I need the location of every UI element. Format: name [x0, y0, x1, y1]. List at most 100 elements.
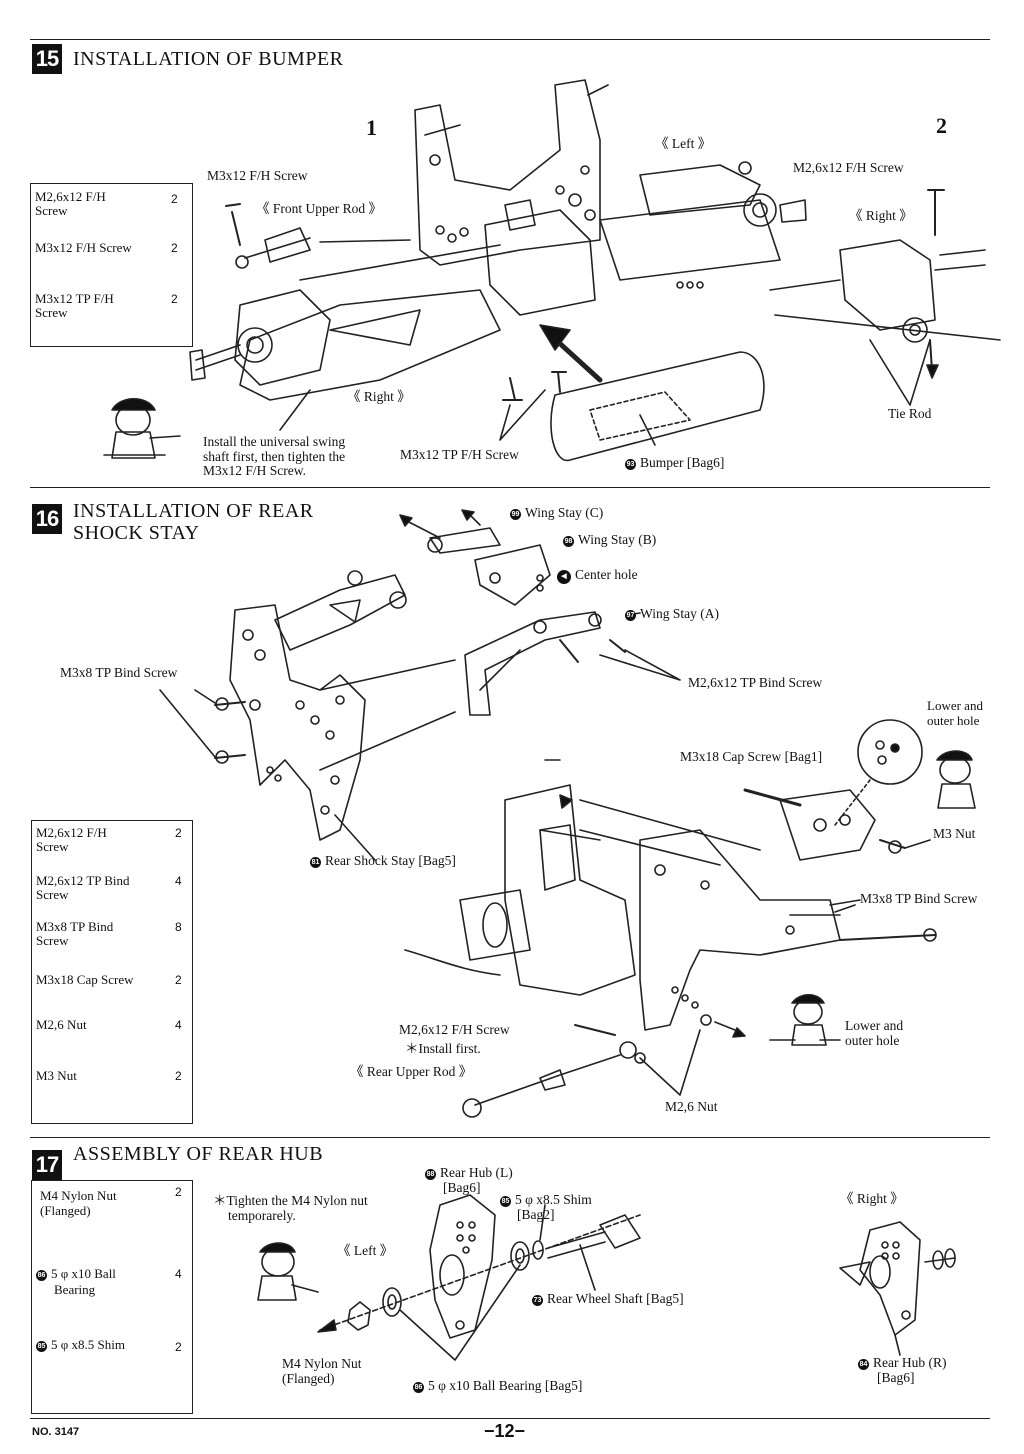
label-tie-rod: Tie Rod — [888, 406, 932, 421]
step-number-15: 15 — [32, 44, 62, 74]
label-front-upper-rod: 《 Front Upper Rod 》 — [256, 201, 382, 216]
label-m26-nut: M2,6 Nut — [665, 1099, 718, 1114]
part-m3x12-tp-fh-screw: M3x12 TP F/H Screw — [35, 291, 114, 320]
part-m3-nut: M3 Nut — [36, 1068, 77, 1083]
page-number: −12− — [484, 1421, 526, 1441]
section-17-top-rule — [30, 1137, 990, 1138]
label-rear-shock-stay: 81 Rear Shock Stay [Bag5] — [310, 853, 456, 868]
part-m4-nylon-nut-flanged: (Flanged) — [40, 1203, 91, 1218]
label-wing-stay-b-text: Wing Stay (B) — [578, 532, 657, 547]
part-m26x12-fh-screw: M2,6x12 F/H Screw — [36, 825, 107, 854]
part-number-badge: 84 — [858, 1359, 869, 1370]
part-m26-nut: M2,6 Nut — [36, 1017, 87, 1032]
part-qty: 4 — [175, 1018, 182, 1032]
part-qty: 2 — [171, 192, 178, 206]
note-line-1: Install the universal swing — [203, 434, 346, 449]
mascot-boy-drawing-17 — [257, 1242, 319, 1301]
part-qty: 2 — [171, 292, 178, 306]
part-qty: 4 — [175, 874, 182, 888]
label-m3x8-tp-bind-screw-right: M3x8 TP Bind Screw — [860, 891, 978, 906]
part-number-badge: 81 — [310, 857, 321, 868]
section-15-parts-box: M2,6x12 F/H Screw 2 M3x12 F/H Screw 2 M3… — [30, 183, 193, 347]
part-m26x12-fh-screw: M2,6x12 F/H Screw — [35, 189, 106, 218]
label-wing-stay-a-text: Wing Stay (A) — [640, 606, 719, 621]
label-rear-hub-l-text: Rear Hub (L) — [440, 1165, 513, 1180]
label-lower-outer-hole-1b: outer hole — [927, 713, 980, 728]
label-rear-hub-r-bag: [Bag6] — [877, 1370, 915, 1385]
label-m3x12-fh-screw: M3x12 F/H Screw — [207, 168, 308, 183]
footer-rule — [30, 1418, 990, 1419]
label-wing-stay-a: 97 Wing Stay (A) — [625, 606, 719, 621]
label-m3x8-tp-bind-screw-left: M3x8 TP Bind Screw — [60, 665, 178, 680]
rear-stay-drawing — [159, 509, 937, 1118]
label-right-hub: 《 Right 》 — [840, 1191, 904, 1206]
label-rear-hub-l: 88 Rear Hub (L) — [425, 1165, 513, 1180]
part-qty: 2 — [175, 826, 182, 840]
label-right-detail: 《 Right 》 — [849, 208, 913, 223]
section-16-title-line-1: INSTALLATION OF REAR — [73, 500, 314, 522]
note-line-3: M3x12 F/H Screw. — [203, 463, 306, 478]
label-lower-outer-hole-2a: Lower and — [845, 1018, 904, 1033]
label-rear-upper-rod: 《 Rear Upper Rod 》 — [350, 1064, 473, 1079]
label-shim-bag: [Bag2] — [517, 1207, 555, 1222]
label-center-hole: ◀ Center hole — [557, 567, 638, 584]
label-m4-nylon-nut: M4 Nylon Nut — [282, 1356, 362, 1371]
label-rear-hub-l-bag: [Bag6] — [443, 1180, 481, 1195]
section-15-title: INSTALLATION OF BUMPER — [73, 48, 344, 70]
mascot-boy-drawing — [103, 397, 181, 459]
label-center-hole-text: Center hole — [575, 567, 638, 582]
label-m3x12-tp-fh-screw: M3x12 TP F/H Screw — [400, 447, 519, 462]
part-qty: 2 — [171, 241, 178, 255]
section-15-top-rule — [30, 39, 990, 40]
step-number-17: 17 — [32, 1150, 62, 1180]
part-number-badge: 73 — [532, 1295, 543, 1306]
step-1-label: 1 — [366, 115, 377, 140]
part-qty: 4 — [175, 1267, 182, 1281]
part-qty: 2 — [175, 1185, 182, 1199]
label-m26x12-fh-screw: M2,6x12 F/H Screw — [793, 160, 904, 175]
label-m4-nylon-nut-flanged: (Flanged) — [282, 1371, 335, 1386]
step-2-label: 2 — [936, 113, 947, 138]
part-number-badge: 85 — [36, 1341, 47, 1352]
part-m4-nylon-nut: M4 Nylon Nut — [40, 1188, 117, 1203]
part-number-badge: 88 — [425, 1169, 436, 1180]
part-number-badge: 98 — [563, 536, 574, 547]
front-chassis-drawing — [189, 79, 1001, 462]
document-number: NO. 3147 — [32, 1426, 80, 1438]
label-wing-stay-c-text: Wing Stay (C) — [525, 505, 604, 520]
part-qty: 2 — [175, 1069, 182, 1083]
label-rear-hub-r: 84 Rear Hub (R) — [858, 1355, 946, 1370]
label-lower-outer-hole-1a: Lower and — [927, 698, 983, 713]
center-hole-icon: ◀ — [557, 570, 571, 584]
section-16-parts-box: M2,6x12 F/H Screw 2 M2,6x12 TP Bind Scre… — [31, 820, 193, 1124]
part-m26x12-tp-bind-screw: M2,6x12 TP Bind Screw — [36, 873, 130, 902]
label-m26x12-fh-screw-16: M2,6x12 F/H Screw — [399, 1022, 510, 1037]
note-tighten-line-2: temporarely. — [228, 1208, 296, 1223]
label-left: 《 Left 》 — [655, 136, 712, 151]
label-rear-hub-r-text: Rear Hub (R) — [873, 1355, 947, 1370]
note-tighten-line-1: ＊Tighten the M4 Nylon nut — [213, 1193, 368, 1208]
label-ball-bearing-text: 5 φ x10 Ball Bearing [Bag5] — [428, 1378, 583, 1393]
label-wing-stay-b: 98 Wing Stay (B) — [563, 532, 656, 547]
section-16-title-line-2: SHOCK STAY — [73, 522, 200, 544]
part-number-badge: 97 — [625, 610, 636, 621]
label-rear-shock-stay-text: Rear Shock Stay [Bag5] — [325, 853, 456, 868]
part-shim-text: 5 φ x8.5 Shim — [51, 1337, 125, 1352]
part-qty: 2 — [175, 1340, 182, 1354]
label-install-first: ＊Install first. — [405, 1041, 481, 1056]
label-m3x18-cap-screw: M3x18 Cap Screw [Bag1] — [680, 749, 823, 764]
label-m26x12-tp-bind-screw: M2,6x12 TP Bind Screw — [688, 675, 823, 690]
label-right: 《 Right 》 — [347, 389, 411, 404]
part-m3x18-cap-screw: M3x18 Cap Screw — [36, 972, 134, 987]
part-shim: 85 5 φ x8.5 Shim — [36, 1338, 125, 1352]
rear-hub-drawing — [317, 1194, 956, 1361]
label-left-hub: 《 Left 》 — [337, 1243, 394, 1258]
label-m3-nut: M3 Nut — [933, 826, 976, 841]
